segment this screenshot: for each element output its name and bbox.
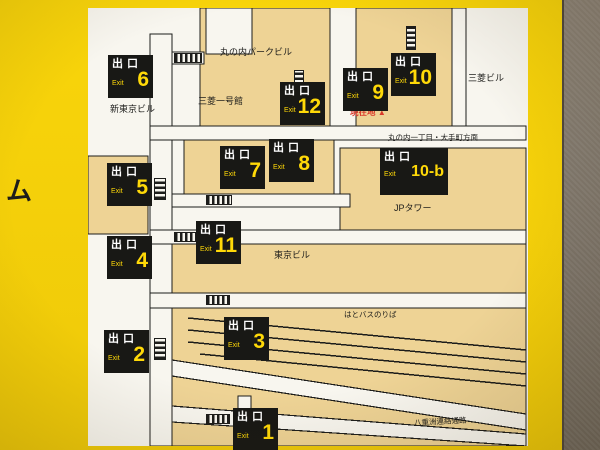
- exit-number: 10: [408, 66, 432, 90]
- stairs-icon: [406, 26, 416, 50]
- exit-word: Exit: [200, 245, 212, 253]
- exit-box-10b: 出口 Exit 10-b: [380, 148, 448, 195]
- exit-word: Exit: [395, 77, 407, 85]
- label-hato-bus-stop: はとバスのりば: [344, 310, 397, 319]
- stairs-icon: [206, 195, 232, 205]
- exit-word: Exit: [111, 187, 123, 195]
- exit-number: 4: [136, 249, 148, 273]
- label-jp-tower: JPタワー: [394, 203, 432, 213]
- exit-word: Exit: [347, 92, 359, 100]
- stairs-icon: [174, 53, 202, 63]
- exit-number: 10-b: [411, 163, 444, 181]
- exit-number: 5: [136, 176, 148, 200]
- exit-box-7: 出口 Exit 7: [220, 146, 265, 189]
- label-marunouchi-park-bldg: 丸の内パークビル: [220, 47, 293, 57]
- exit-word: Exit: [273, 163, 285, 171]
- stairs-icon: [174, 232, 198, 242]
- stairs-icon: [154, 338, 166, 360]
- exit-number: 3: [253, 330, 265, 354]
- exit-box-9: 出口 Exit 9: [343, 68, 388, 111]
- exit-number: 11: [214, 234, 237, 258]
- exit-word: Exit: [112, 79, 124, 87]
- stairs-icon: [206, 414, 230, 424]
- map-panel: 丸の内パークビル 三菱一号館 三菱ビル 新東京ビル JPタワー 東京ビル はとバ…: [88, 8, 528, 450]
- stairs-icon: [154, 178, 166, 200]
- current-location-triangle-icon: ▲: [377, 108, 386, 117]
- direction-note: 丸の内一丁目・大手町方面: [388, 133, 478, 142]
- exit-title: 出口: [273, 142, 303, 154]
- left-strip-text: ム: [6, 176, 33, 206]
- exit-box-3: 出口 Exit 3: [224, 317, 269, 360]
- label-mitsubishi-ichigokan: 三菱一号館: [198, 96, 244, 106]
- exit-number: 2: [133, 343, 145, 367]
- yellow-sign-board: ム: [0, 0, 564, 450]
- exit-title: 出口: [224, 149, 254, 161]
- exit-number: 12: [297, 95, 321, 119]
- exit-number: 8: [298, 152, 310, 176]
- exit-box-4: 出口 Exit 4: [107, 236, 152, 279]
- exit-box-8: 出口 Exit 8: [269, 139, 314, 182]
- exit-box-6: 出口 Exit 6: [108, 55, 153, 98]
- exit-title: 出口: [384, 151, 414, 163]
- exit-word: Exit: [384, 171, 396, 179]
- exit-word: Exit: [228, 341, 240, 349]
- exit-title: 出口: [108, 333, 138, 345]
- exit-word: Exit: [284, 106, 296, 114]
- station-map-canvas: [88, 8, 528, 446]
- exit-word: Exit: [111, 260, 123, 268]
- exit-title: 出口: [347, 71, 377, 83]
- exit-number: 1: [262, 421, 274, 445]
- label-shin-tokyo-bldg: 新東京ビル: [110, 104, 156, 114]
- exit-box-2: 出口 Exit 2: [104, 330, 149, 373]
- exit-number: 6: [137, 68, 149, 92]
- current-location-marker: 現在地 ▲: [350, 108, 386, 117]
- exit-title: 出口: [111, 166, 141, 178]
- exit-title: 出口: [284, 85, 314, 97]
- label-tokyo-bldg: 東京ビル: [274, 250, 311, 260]
- exit-number: 7: [249, 159, 261, 183]
- stairs-icon: [206, 295, 230, 305]
- exit-word: Exit: [108, 354, 120, 362]
- label-mitsubishi-bldg: 三菱ビル: [468, 73, 505, 83]
- exit-title: 出口: [228, 320, 258, 332]
- exit-box-5: 出口 Exit 5: [107, 163, 152, 206]
- current-location-label: 現在地: [350, 107, 376, 117]
- exit-title: 出口: [112, 58, 142, 70]
- exit-word: Exit: [237, 432, 249, 440]
- exit-title: 出口: [237, 411, 267, 423]
- wall-background: [562, 0, 600, 450]
- exit-title: 出口: [111, 239, 141, 251]
- exit-number: 9: [372, 81, 384, 105]
- exit-word: Exit: [224, 170, 236, 178]
- exit-box-1: 出口 Exit 1: [233, 408, 278, 450]
- exit-title: 出口: [395, 56, 425, 68]
- exit-title: 出口: [200, 224, 230, 236]
